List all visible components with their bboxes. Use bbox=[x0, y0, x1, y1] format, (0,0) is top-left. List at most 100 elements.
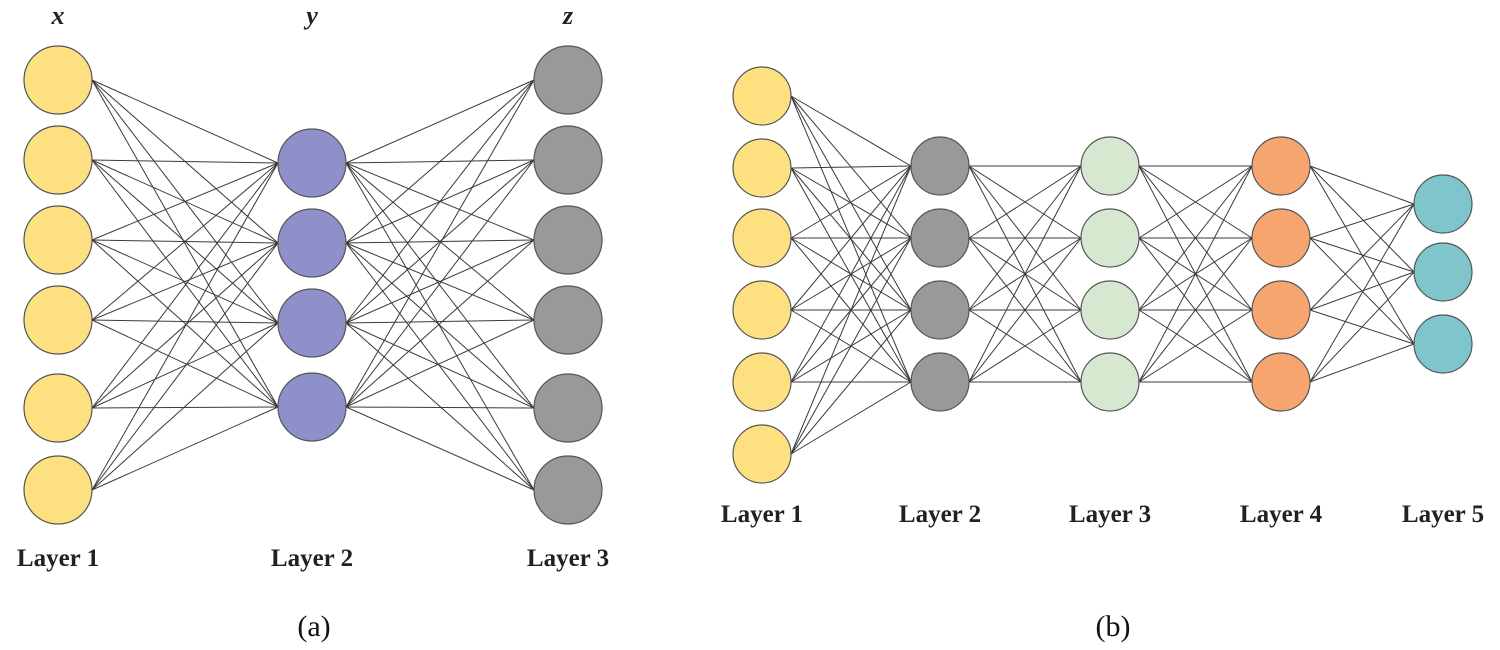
diagram-a-edge-l2n3-l3n2 bbox=[345, 159, 535, 324]
diagram-a-nodes bbox=[23, 45, 603, 525]
diagram-a-edge-l1n6-l2n4 bbox=[91, 406, 279, 491]
diagram-a-edge-l1n4-l2n3 bbox=[91, 319, 279, 324]
diagram-a-layer-3-label: Layer 3 bbox=[527, 545, 609, 572]
diagram-b-edge-l2n4-l3n1 bbox=[968, 165, 1082, 383]
diagram-a-edge-l2n3-l3n3 bbox=[345, 239, 535, 324]
diagram-b-layer-4-label: Layer 4 bbox=[1240, 501, 1323, 528]
diagram-b-edge-l3n3-l4n1 bbox=[1138, 165, 1253, 311]
diagram-b-edge-l1n5-l2n1 bbox=[790, 165, 912, 383]
diagram-a-edge-l1n6-l2n1 bbox=[91, 162, 279, 491]
diagram-a-edge-l2n4-l3n3 bbox=[345, 239, 535, 408]
diagram-a-var-x: x bbox=[51, 1, 65, 30]
diagram-b-edge-l1n2-l2n3 bbox=[790, 167, 912, 311]
diagram-b-nodes bbox=[732, 66, 1473, 484]
diagram-a-edge-l1n5-l2n3 bbox=[91, 322, 279, 409]
diagram-b-edge-l4n3-l5n1 bbox=[1309, 203, 1415, 311]
diagram-b-edge-l1n1-l2n1 bbox=[790, 95, 912, 167]
diagram-a-layer-3-node-1 bbox=[533, 45, 603, 115]
diagram-a-layer-2-node-2 bbox=[277, 208, 347, 278]
diagram-a-layer-3-node-6 bbox=[533, 455, 603, 525]
diagram-a-layer-1-node-4 bbox=[23, 285, 93, 355]
diagram-b-caption: (b) bbox=[1096, 610, 1131, 643]
diagram-b-layer-2-node-4 bbox=[910, 352, 970, 412]
diagram-a-edge-l1n5-l2n4 bbox=[91, 406, 279, 409]
diagram-a-edge-l2n3-l3n5 bbox=[345, 322, 535, 409]
diagram-b-edge-l1n4-l2n1 bbox=[790, 165, 912, 311]
diagram-a-edge-l1n6-l2n2 bbox=[91, 242, 279, 491]
diagram-a-edge-l2n1-l3n1 bbox=[345, 79, 535, 164]
diagram-a-edge-l2n4-l3n5 bbox=[345, 406, 535, 409]
diagram-b-edges bbox=[790, 95, 1415, 455]
diagram-b-layer-1-node-4 bbox=[732, 280, 792, 340]
diagram-b: Layer 1 Layer 2 Layer 3 Layer 4 Layer 5 … bbox=[721, 66, 1484, 643]
diagram-b-edge-l4n2-l5n1 bbox=[1309, 203, 1415, 239]
diagram-b-layer-1-node-1 bbox=[732, 66, 792, 126]
diagram-a-edge-l2n2-l3n6 bbox=[345, 242, 535, 491]
diagram-b-layer-2-node-2 bbox=[910, 208, 970, 268]
diagram-b-edge-l3n4-l4n2 bbox=[1138, 237, 1253, 383]
diagram-b-layer-1-node-5 bbox=[732, 352, 792, 412]
diagram-a-layer-1-node-2 bbox=[23, 125, 93, 195]
diagram-b-edge-l2n3-l3n1 bbox=[968, 165, 1082, 311]
diagram-b-edge-l1n6-l2n1 bbox=[790, 165, 912, 455]
diagram-b-edge-l1n2-l2n2 bbox=[790, 167, 912, 239]
diagram-a-edge-l1n5-l2n1 bbox=[91, 162, 279, 409]
diagram-a-layer-1-node-1 bbox=[23, 45, 93, 115]
diagram-b-layer-1-label: Layer 1 bbox=[721, 501, 803, 528]
diagram-b-edge-l4n4-l5n2 bbox=[1309, 271, 1415, 383]
diagram-b-layer-4-node-3 bbox=[1251, 280, 1311, 340]
diagram-a-edge-l2n2-l3n5 bbox=[345, 242, 535, 409]
diagram-b-edge-l4n4-l5n1 bbox=[1309, 203, 1415, 383]
diagram-a-edge-l2n1-l3n5 bbox=[345, 162, 535, 409]
diagram-b-edge-l3n4-l4n1 bbox=[1138, 165, 1253, 383]
diagram-a-edge-l1n2-l2n4 bbox=[91, 159, 279, 408]
diagram-b-layer-3-label: Layer 3 bbox=[1069, 501, 1151, 528]
diagram-a-layer-3-node-2 bbox=[533, 125, 603, 195]
diagram-b-edge-l1n6-l2n4 bbox=[790, 381, 912, 455]
diagram-a-var-y: y bbox=[303, 1, 318, 30]
diagram-a-layer-1-node-5 bbox=[23, 373, 93, 443]
diagram-a-layer-2-node-3 bbox=[277, 288, 347, 358]
diagram-b-layer-5-node-1 bbox=[1413, 174, 1473, 234]
diagram-b-edge-l4n3-l5n2 bbox=[1309, 271, 1415, 311]
diagram-a-edge-l2n4-l3n2 bbox=[345, 159, 535, 408]
diagram-b-edge-l1n6-l2n3 bbox=[790, 309, 912, 455]
diagram-a-edge-l1n1-l2n1 bbox=[91, 79, 279, 164]
diagram-a-layer-2-node-1 bbox=[277, 128, 347, 198]
diagram-b-layer-1-node-2 bbox=[732, 138, 792, 198]
diagram-b-edge-l1n6-l2n2 bbox=[790, 237, 912, 455]
diagram-a-edge-l1n4-l2n4 bbox=[91, 319, 279, 408]
diagram-a-layer-2-label: Layer 2 bbox=[271, 545, 353, 572]
diagram-a-layer-3-node-4 bbox=[533, 285, 603, 355]
diagram-b-edge-l2n4-l3n3 bbox=[968, 309, 1082, 383]
diagram-b-edge-l4n2-l5n2 bbox=[1309, 237, 1415, 273]
diagram-b-edge-l4n1-l5n1 bbox=[1309, 165, 1415, 205]
diagram-a-layer-1-node-3 bbox=[23, 205, 93, 275]
diagram-a-edge-l1n1-l2n4 bbox=[91, 79, 279, 408]
diagram-a-edge-l2n1-l3n6 bbox=[345, 162, 535, 491]
diagram-a-edge-l2n4-l3n6 bbox=[345, 406, 535, 491]
diagram-a-edge-l2n4-l3n1 bbox=[345, 79, 535, 408]
diagram-a-edges bbox=[91, 79, 535, 491]
diagram-a: x y z Layer 1 Layer 2 Layer 3 (a) bbox=[17, 1, 609, 643]
diagram-a-edge-l1n3-l2n4 bbox=[91, 239, 279, 408]
diagram-a-layer-1-label: Layer 1 bbox=[17, 545, 99, 572]
diagram-b-layer-5-node-3 bbox=[1413, 314, 1473, 374]
diagram-a-var-z: z bbox=[562, 1, 574, 30]
diagram-a-caption: (a) bbox=[297, 610, 330, 643]
diagram-b-layer-2-label: Layer 2 bbox=[899, 501, 981, 528]
diagram-a-edge-l1n3-l2n1 bbox=[91, 162, 279, 241]
diagram-a-edge-l2n3-l3n6 bbox=[345, 322, 535, 491]
diagram-a-edge-l2n3-l3n4 bbox=[345, 319, 535, 324]
diagram-a-layer-2-node-4 bbox=[277, 372, 347, 442]
diagram-b-layer-4-node-4 bbox=[1251, 352, 1311, 412]
diagram-b-layer-5-node-2 bbox=[1413, 242, 1473, 302]
diagram-a-edge-l1n4-l2n1 bbox=[91, 162, 279, 321]
diagram-a-edge-l2n4-l3n4 bbox=[345, 319, 535, 408]
diagram-a-edge-l2n2-l3n1 bbox=[345, 79, 535, 244]
diagram-b-layer-3-node-4 bbox=[1080, 352, 1140, 412]
diagram-b-layer-2-node-3 bbox=[910, 280, 970, 340]
diagram-b-layer-3-node-3 bbox=[1080, 280, 1140, 340]
diagram-b-layer-4-node-1 bbox=[1251, 136, 1311, 196]
diagram-a-layer-3-node-3 bbox=[533, 205, 603, 275]
